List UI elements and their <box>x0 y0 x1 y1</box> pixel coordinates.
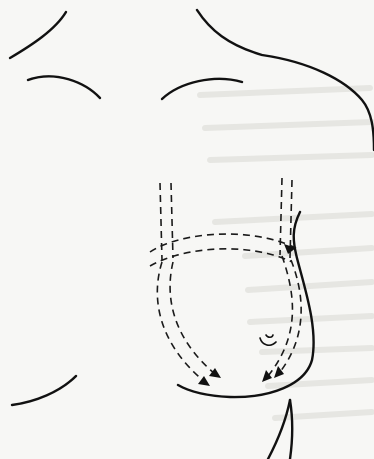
dashed-arc-left-inner <box>170 262 215 374</box>
nipple <box>260 335 276 345</box>
dashed-arc-left-outer <box>157 262 205 382</box>
background-bleedthrough <box>200 88 372 418</box>
dashed-line-right-outer <box>280 178 282 255</box>
arrowhead-left-outer <box>198 376 210 386</box>
neck-left-line <box>10 12 66 58</box>
right-breast-contour <box>178 212 314 397</box>
left-breast-contour <box>12 376 76 405</box>
dashed-line-left-outer <box>160 183 162 260</box>
dashed-arc-right-inner <box>280 260 301 372</box>
body-side-line <box>268 400 290 459</box>
body-side-line-2 <box>290 400 292 459</box>
left-clavicle <box>28 76 100 98</box>
dashed-line-left-inner <box>171 183 173 258</box>
